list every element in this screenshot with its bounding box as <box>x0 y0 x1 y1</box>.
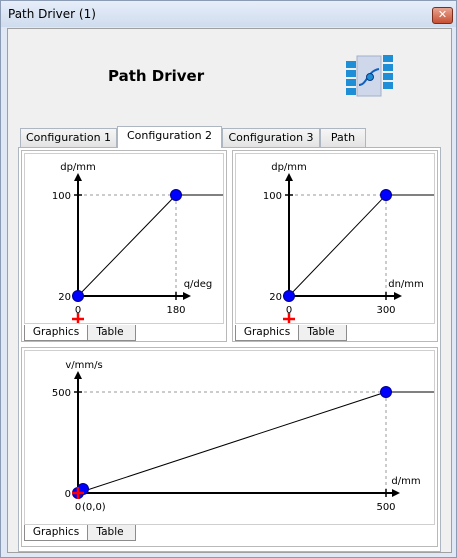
series-line <box>288 194 387 297</box>
y-tick-label: 100 <box>52 191 71 202</box>
plot-area-dn: dp/mm dn/mm 20 100 0 300 <box>235 153 435 325</box>
x-axis-label: d/mm <box>391 476 420 487</box>
data-point-marker <box>380 386 392 398</box>
plot-area-d: v/mm/s d/mm 0 500 0 500 (0,0) <box>24 350 435 525</box>
y-tick-label: 100 <box>263 191 282 202</box>
x-tick-label: 500 <box>376 502 395 513</box>
tab-graphics[interactable]: Graphics <box>235 325 299 341</box>
configuration-2-panel: dp/mm q/deg 20 100 0 180 Graphics Table dp/mm… <box>18 147 441 552</box>
series-line <box>77 194 177 297</box>
subtab-label: Graphics <box>243 326 291 338</box>
subtab-label: Table <box>96 526 124 538</box>
tab-label: Configuration 2 <box>126 129 213 142</box>
subtab-label: Table <box>307 326 335 338</box>
x-axis-arrow <box>394 292 402 300</box>
window-title: Path Driver (1) <box>8 7 96 21</box>
series-line <box>77 391 387 494</box>
subtab-label: Graphics <box>32 326 80 338</box>
origin-label: (0,0) <box>82 502 106 513</box>
y-tick-label: 500 <box>52 388 71 399</box>
close-button[interactable]: ✕ <box>432 7 453 24</box>
y-axis-label: dp/mm <box>271 162 307 173</box>
x-axis-arrow <box>183 292 191 300</box>
tab-configuration-1[interactable]: Configuration 1 <box>20 128 117 147</box>
tab-label: Configuration 3 <box>228 131 314 144</box>
x-tick-label: 180 <box>166 305 185 316</box>
x-tick-label: 0 <box>75 305 81 316</box>
x-tick-label: 0 <box>75 502 81 513</box>
chart-q-dp: dp/mm q/deg 20 100 0 180 <box>52 162 223 325</box>
tab-table[interactable]: Table <box>295 325 347 341</box>
subtab-label: Table <box>96 326 124 338</box>
tab-path[interactable]: Path <box>320 128 366 147</box>
x-axis-label: q/deg <box>184 279 213 290</box>
tab-graphics[interactable]: Graphics <box>24 525 88 541</box>
chart-dn-dp: dp/mm dn/mm 20 100 0 300 <box>263 162 434 325</box>
data-point-marker <box>170 189 182 201</box>
data-point-marker <box>283 290 295 302</box>
tab-configuration-3[interactable]: Configuration 3 <box>222 128 320 147</box>
y-axis-label: dp/mm <box>60 162 96 173</box>
subtab-label: Graphics <box>32 526 80 538</box>
y-tick-label: 20 <box>58 292 71 303</box>
tab-configuration-2[interactable]: Configuration 2 <box>117 126 222 148</box>
plot-panel-d: v/mm/s d/mm 0 500 0 500 (0,0) Graphics Table <box>21 347 438 547</box>
tab-label: Configuration 1 <box>25 131 112 144</box>
y-axis-arrow <box>74 173 82 181</box>
y-tick-label: 20 <box>269 292 282 303</box>
x-axis-label: dn/mm <box>388 279 424 290</box>
client-area: Path Driver Configuration 1 Configuratio… <box>7 28 452 553</box>
data-point-marker <box>380 189 392 201</box>
y-axis-arrow <box>74 371 82 379</box>
x-tick-label: 0 <box>286 305 292 316</box>
x-tick-label: 300 <box>376 305 395 316</box>
tab-graphics[interactable]: Graphics <box>24 325 88 341</box>
y-tick-label: 0 <box>65 489 71 500</box>
plot-panel-dn: dp/mm dn/mm 20 100 0 300 Graphics Table <box>232 150 438 342</box>
y-axis-arrow <box>285 173 293 181</box>
tab-table[interactable]: Table <box>84 525 136 541</box>
x-axis-arrow <box>392 489 400 497</box>
page-title: Path Driver <box>108 67 205 85</box>
plot-area-q: dp/mm q/deg 20 100 0 180 <box>24 153 224 325</box>
data-point-marker <box>72 290 84 302</box>
path-driver-icon <box>346 55 393 97</box>
chart-d-v: v/mm/s d/mm 0 500 0 500 (0,0) <box>52 360 434 513</box>
tab-table[interactable]: Table <box>84 325 136 341</box>
title-bar[interactable]: Path Driver (1) ✕ <box>1 1 456 27</box>
y-axis-label: v/mm/s <box>65 360 102 371</box>
close-icon: ✕ <box>437 8 448 21</box>
plot-panel-q: dp/mm q/deg 20 100 0 180 Graphics Table <box>21 150 227 342</box>
tab-label: Path <box>330 131 356 144</box>
